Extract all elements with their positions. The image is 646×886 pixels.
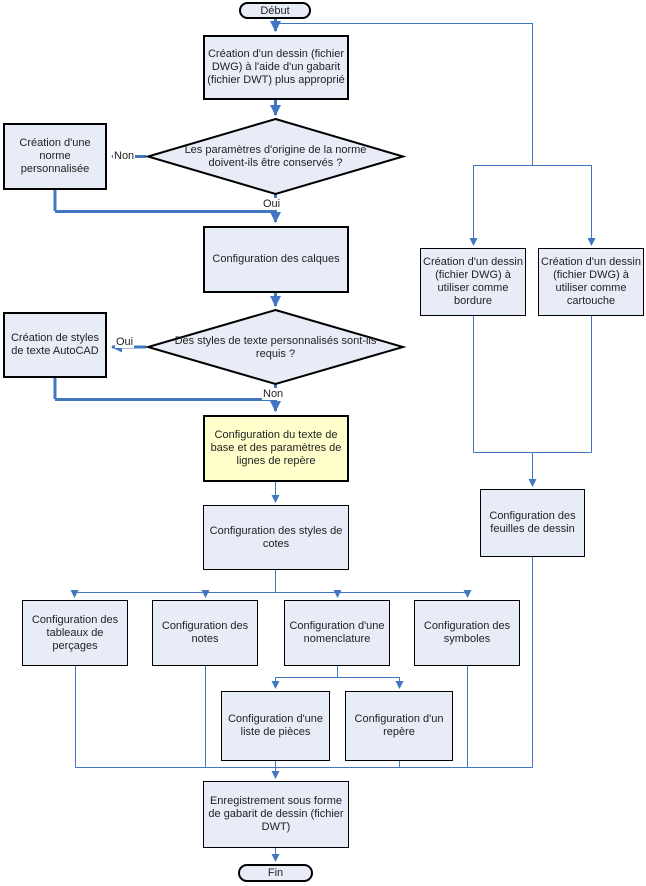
decision-styles-label: Des styles de texte personnalisés sont-i… <box>174 335 377 360</box>
decision-norme-shape <box>144 117 407 196</box>
decision-styles-shape <box>144 308 407 386</box>
edge-norme-loop <box>53 190 277 213</box>
edge-styles-loop <box>53 378 277 401</box>
terminator-debut: Début <box>239 2 311 19</box>
node-configuration-notes[interactable]: Configuration des notes <box>152 600 258 666</box>
node-creation-dessin-cartouche[interactable]: Création d'un dessin (fichier DWG) à uti… <box>538 248 644 316</box>
edge-label-oui-2: Oui <box>115 336 135 348</box>
node-creation-dessin-gabarit[interactable]: Création d'un dessin (fichier DWG) à l'a… <box>203 35 349 100</box>
node-configuration-nomenclature[interactable]: Configuration d'une nomenclature <box>284 600 390 666</box>
decision-shapes <box>144 117 407 386</box>
node-creation-styles-texte[interactable]: Création de styles de texte AutoCAD <box>3 312 107 378</box>
node-configuration-styles-cotes[interactable]: Configuration des styles de cotes <box>203 505 349 570</box>
node-creation-norme[interactable]: Création d'une norme personnalisée <box>3 123 107 190</box>
node-enregistrement-gabarit[interactable]: Enregistrement sous forme de gabarit de … <box>203 781 349 848</box>
edge-label-non-2: Non <box>262 388 285 400</box>
connectors-thin <box>70 23 596 862</box>
node-configuration-feuilles-dessin[interactable]: Configuration des feuilles de dessin <box>480 489 585 557</box>
edge-label-oui-1: Oui <box>262 198 282 210</box>
edge-label-non-1: Non <box>113 150 136 162</box>
node-creation-dessin-bordure[interactable]: Création d'un dessin (fichier DWG) à uti… <box>420 248 526 316</box>
node-configuration-repere[interactable]: Configuration d'un repère <box>345 691 453 761</box>
node-configuration-liste-pieces[interactable]: Configuration d'une liste de pièces <box>221 691 330 761</box>
decision-norme-label: Les paramètres d'origine de la norme doi… <box>184 144 367 169</box>
edge-start-to-right-branch <box>277 23 533 165</box>
node-configuration-texte-base-highlighted[interactable]: Configuration du texte de base et des pa… <box>203 415 349 482</box>
terminator-fin: Fin <box>238 864 313 882</box>
node-configuration-symboles[interactable]: Configuration des symboles <box>414 600 520 666</box>
node-configuration-calques[interactable]: Configuration des calques <box>203 226 349 293</box>
node-configuration-tableaux-percages[interactable]: Configuration des tableaux de perçages <box>22 600 128 666</box>
